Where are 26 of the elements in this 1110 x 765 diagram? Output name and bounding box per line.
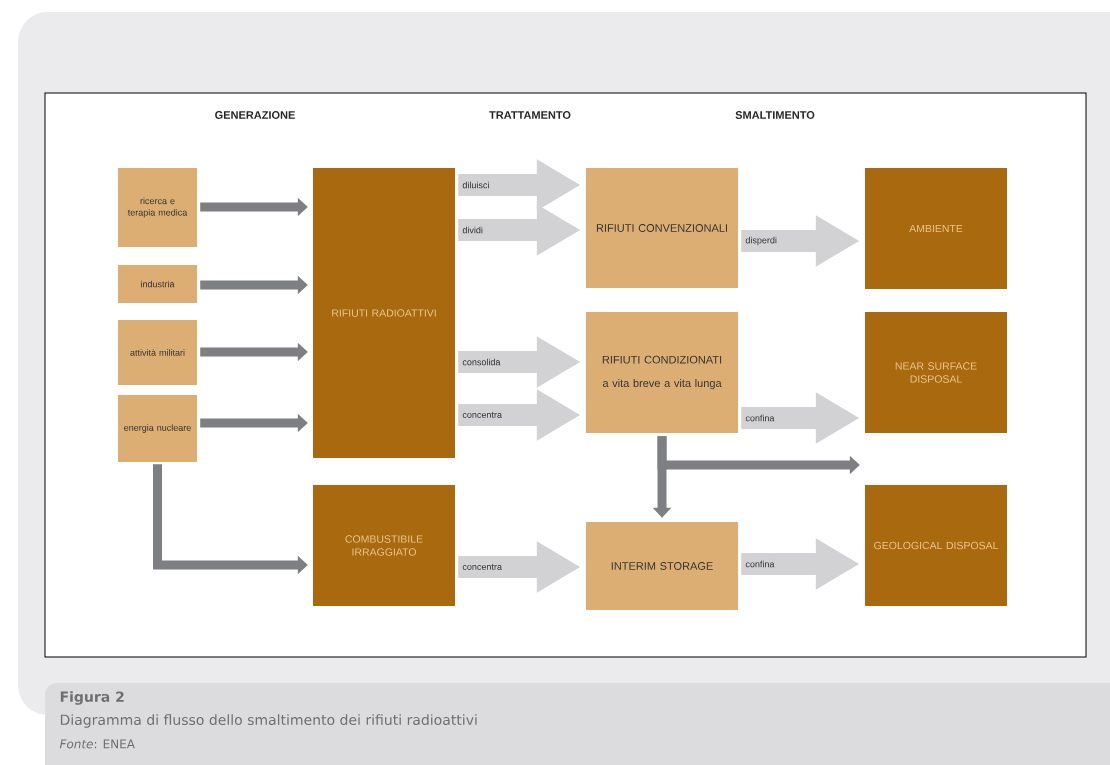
caption: Diagramma di flusso dello smaltimento dei rifiuti radioattivi [60,714,477,728]
destination-box: COMBUSTIBILE IRRAGGIATO [313,485,455,606]
column-heading: TRATTAMENTO [489,111,571,119]
edge-label: disperdi [744,235,778,247]
destination-box: NEAR SURFACE DISPOSAL [865,312,1007,433]
edge-label: diluisci [461,180,491,190]
figure-number: Figura 2 [60,691,124,705]
source-box: attività militari [118,320,197,385]
column-heading: GENERAZIONE [215,111,295,119]
waste-box: RIFIUTI CONVENZIONALI [586,168,738,288]
source-box: industria [118,265,197,303]
source-box: energia nucleare [118,395,197,462]
source-box: ricerca e terapia medica [118,168,197,247]
waste-box: RIFIUTI CONDIZIONATI a vita breve a vita lunga [586,312,738,433]
waste-box: INTERIM STORAGE [586,522,738,610]
source-note: Fonte: ENEA [59,739,135,749]
edge-label: consolida [461,357,502,367]
edge-label: concentra [461,563,503,571]
destination-box: AMBIENTE [865,168,1007,289]
edge-label: confina [744,413,776,423]
edge-label: concentra [461,411,503,419]
column-heading: SMALTIMENTO [735,111,815,119]
destination-box: GEOLOGICAL DISPOSAL [865,485,1007,606]
destination-box: RIFIUTI RADIOATTIVI [313,168,455,458]
edge-label: confina [744,559,776,569]
edge-label: dividi [461,225,484,235]
